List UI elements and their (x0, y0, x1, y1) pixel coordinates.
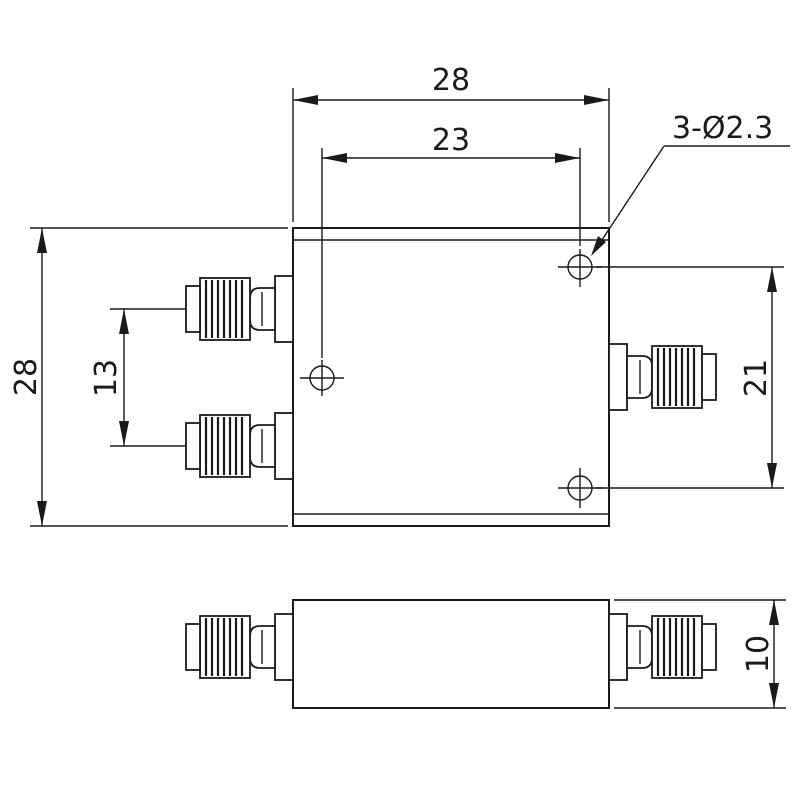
mounting-hole-top-right (558, 249, 602, 287)
callout-hole-diameter: 3-Ø2.3 (591, 111, 790, 256)
housing-outline (292, 227, 610, 527)
dim-label-hole-callout: 3-Ø2.3 (672, 111, 773, 146)
mounting-hole-left (300, 360, 344, 396)
sma-connector-left-lower (185, 412, 294, 480)
dimension-hole-spacing-horizontal: 23 (321, 123, 581, 358)
side-view (185, 599, 717, 709)
dim-label-overall-width: 28 (432, 63, 470, 98)
dim-label-overall-height: 28 (9, 358, 44, 396)
mounting-hole-bottom-right (558, 468, 602, 508)
dim-label-input-port-spacing: 13 (89, 359, 124, 397)
dim-label-hole-spacing-horizontal: 23 (432, 123, 470, 158)
top-view (185, 227, 717, 527)
dimension-overall-width: 28 (292, 63, 610, 222)
dimension-overall-height: 28 (9, 227, 288, 527)
dimension-thickness: 10 (614, 599, 786, 709)
dimension-input-port-spacing: 13 (89, 308, 186, 447)
side-housing-outline (292, 599, 610, 709)
side-connector-right (608, 613, 717, 681)
dim-label-thickness: 10 (741, 635, 776, 673)
side-connector-left (185, 613, 294, 681)
dimension-hole-spacing-vertical: 21 (596, 266, 784, 489)
dim-label-hole-spacing-vertical: 21 (739, 359, 774, 397)
sma-connector-left-upper (185, 275, 294, 343)
sma-connector-right (608, 343, 717, 411)
